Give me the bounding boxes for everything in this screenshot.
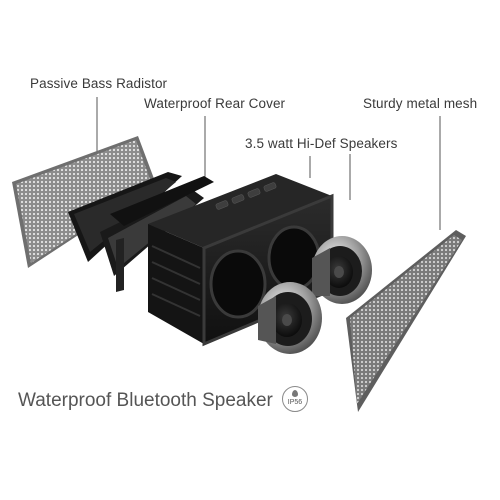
passive-bass-radiator-label: Passive Bass Radistor [30, 76, 168, 91]
badge-text: IP56 [287, 399, 303, 406]
passive-bass-radiator [12, 136, 156, 268]
product-title: Waterproof Bluetooth Speaker [18, 390, 273, 411]
hi-def-speakers [258, 236, 372, 354]
metal-mesh-label: Sturdy metal mesh [363, 96, 478, 111]
metal-mesh-panel [346, 230, 466, 412]
speaker-body [148, 174, 334, 347]
leader-lines [96, 97, 441, 230]
ip56-badge: IP56 [282, 386, 308, 412]
water-drop-icon [292, 390, 298, 397]
speakers-label: 3.5 watt Hi-Def Speakers [245, 136, 398, 151]
rear-cover [68, 172, 214, 292]
rear-cover-label: Waterproof Rear Cover [144, 96, 286, 111]
